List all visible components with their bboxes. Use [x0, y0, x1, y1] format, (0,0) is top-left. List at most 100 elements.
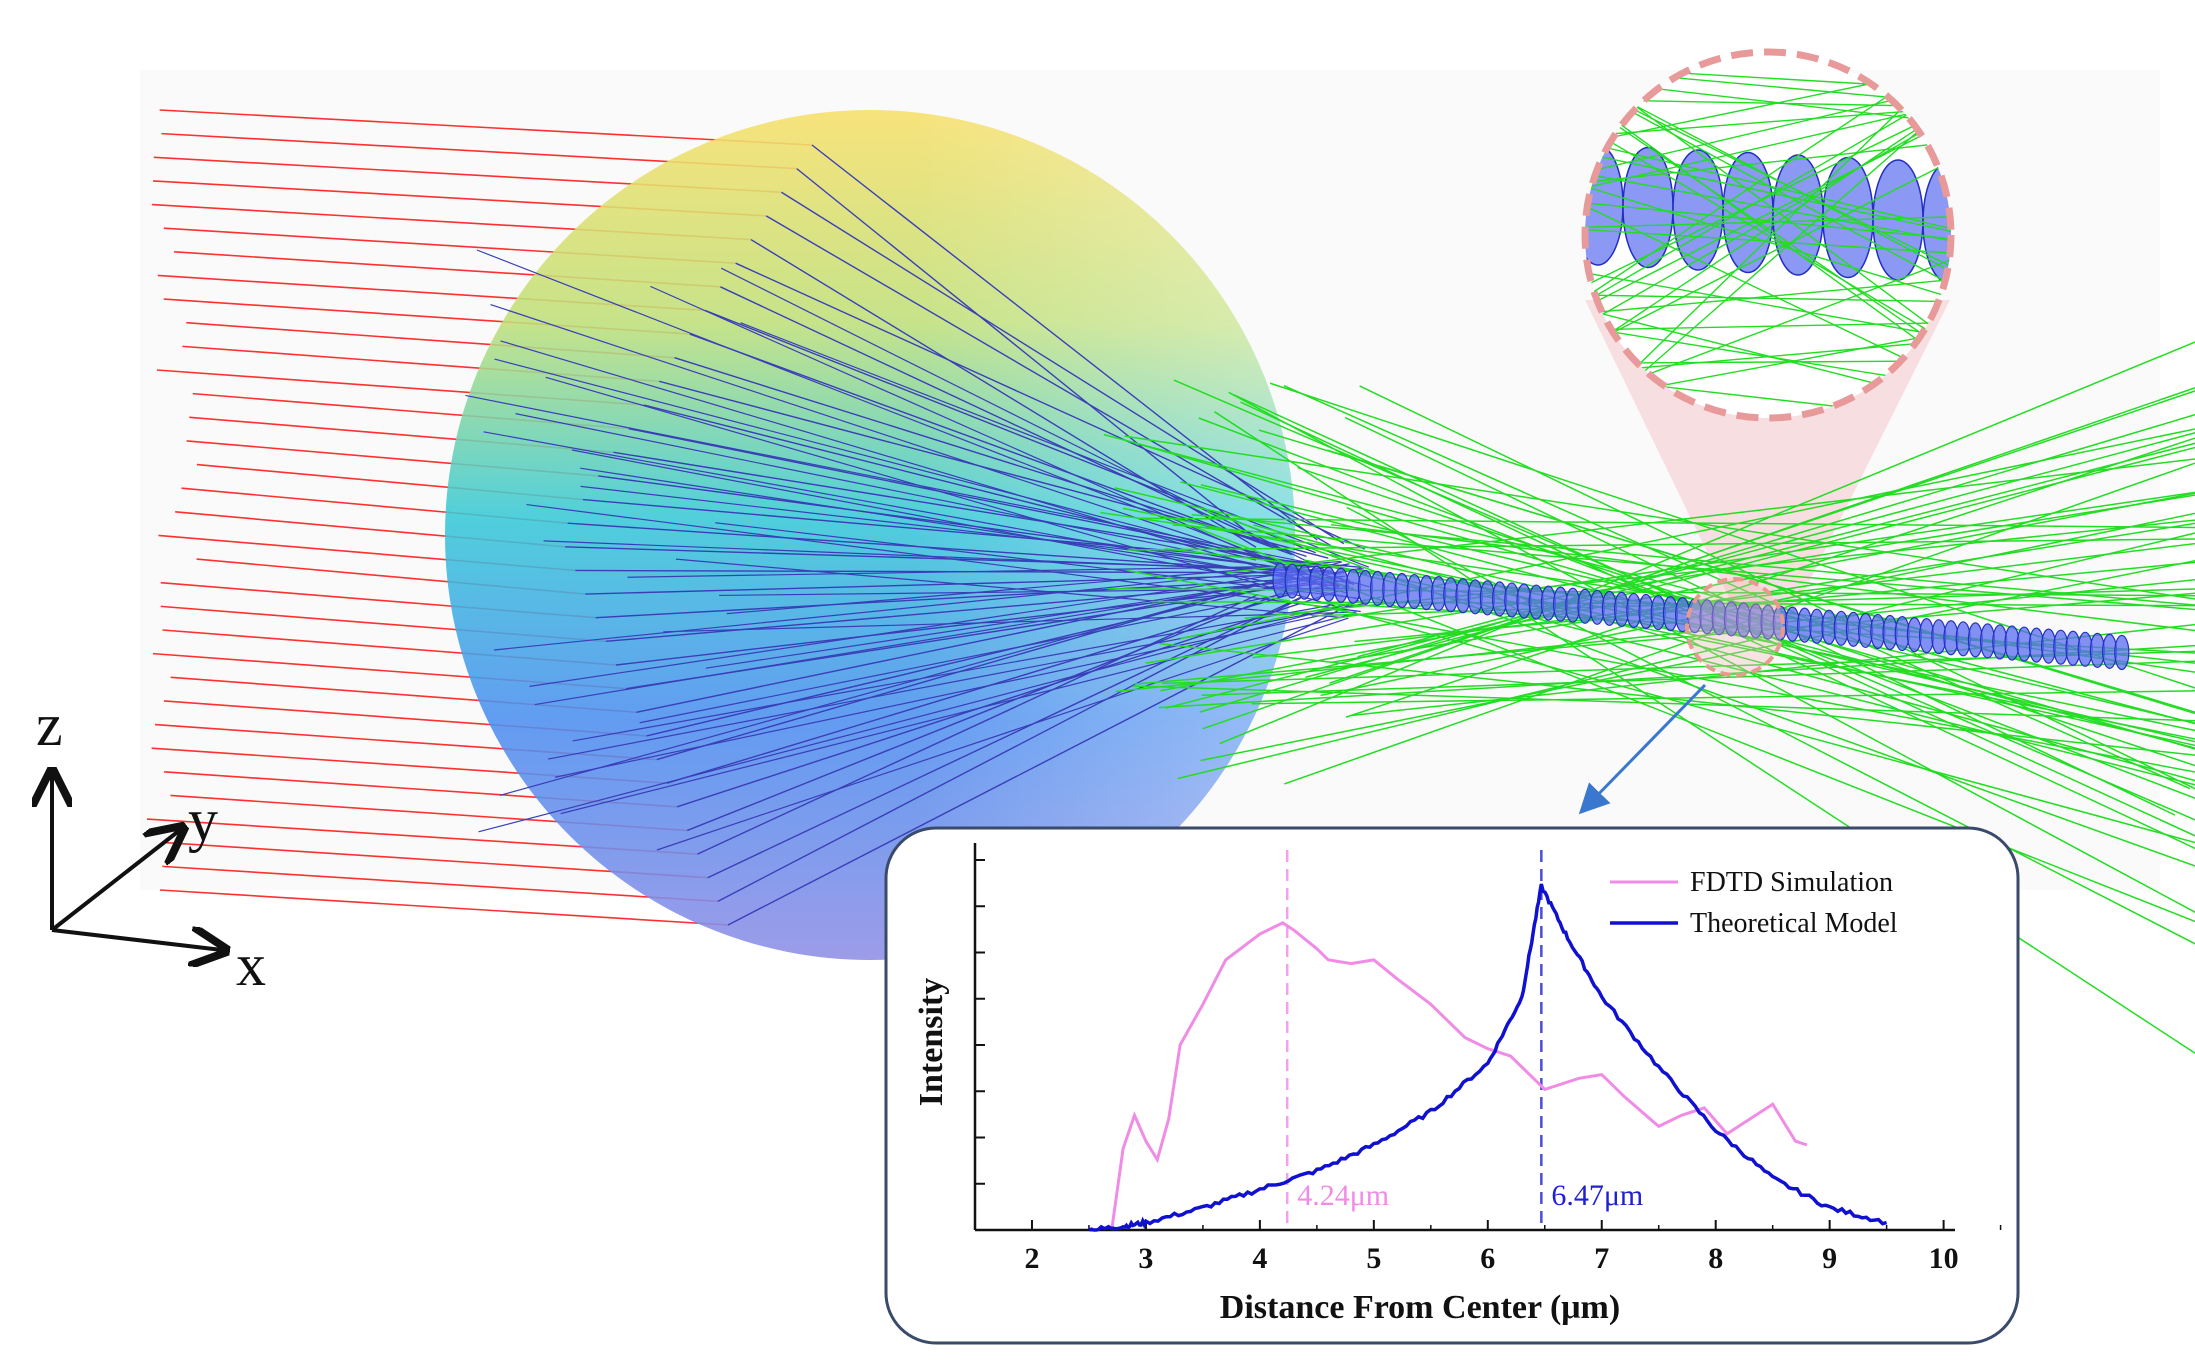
internal-ray [465, 394, 1368, 575]
scattered-ray [1219, 341, 2195, 745]
microsphere-highlight [445, 110, 1295, 960]
focus-marker [1685, 577, 1785, 677]
scattered-ray [1177, 532, 2195, 780]
scattered-ray [1251, 690, 2195, 705]
chart-x-label: Distance From Center (μm) [1220, 1289, 1620, 1326]
zoom-ray [1585, 294, 1951, 303]
x-tick-label: 4 [1252, 1242, 1267, 1275]
internal-ray [572, 604, 1331, 742]
zoom-ray [1585, 149, 1951, 237]
x-tick-label: 6 [1480, 1242, 1495, 1275]
internal-ray [565, 546, 1333, 572]
internal-ray [796, 168, 1260, 543]
y-axis-arrow [50, 830, 180, 932]
x-tick-label: 2 [1024, 1242, 1039, 1275]
scattered-ray [1126, 569, 2195, 773]
zoom-ray [1585, 227, 1951, 255]
internal-ray [580, 485, 1341, 575]
x-tick-label: 5 [1366, 1242, 1381, 1275]
x-axis-arrow [51, 930, 222, 950]
x-label: x [236, 932, 266, 998]
scattered-ray [1133, 685, 2195, 722]
chart-legend: FDTD Simulation Theoretical Model [1610, 867, 1898, 939]
internal-ray [585, 573, 1305, 595]
zoom-ray [1585, 321, 1951, 331]
scattered-ray [1329, 390, 2195, 684]
incident-ray [159, 109, 813, 146]
internal-ray [781, 191, 1345, 545]
internal-ray [500, 340, 1347, 594]
internal-ray [726, 560, 1341, 615]
peak-label: 4.24μm [1297, 1179, 1389, 1212]
scattered-ray [1253, 524, 2195, 782]
scattered-ray [1283, 384, 2191, 790]
internal-ray [478, 599, 1367, 833]
incident-ray [162, 865, 718, 903]
internal-ray [547, 602, 1368, 760]
zoom-ray [1585, 98, 1951, 192]
nanojet-ellipsoid-chain [1272, 562, 2130, 671]
z-label: z [36, 692, 63, 758]
chart-y-label: Intensity [913, 978, 950, 1106]
zoom-ray [1585, 103, 1951, 334]
internal-ray [697, 593, 1259, 855]
internal-ray [676, 590, 1339, 808]
zoom-ray [1585, 277, 1951, 316]
internal-ray [740, 322, 1370, 568]
scattered-ray [1297, 466, 2195, 767]
internal-ray [656, 617, 1349, 851]
zoom-ray [1585, 150, 1951, 355]
pointer-arrow [1578, 683, 1707, 815]
internal-ray [554, 612, 1334, 778]
zoom-ray [1585, 77, 1951, 296]
internal-ray [476, 249, 1340, 588]
internal-ray [720, 286, 1284, 552]
internal-ray [515, 413, 1355, 585]
scattered-ray [1124, 435, 2195, 600]
internal-ray [705, 568, 1364, 669]
zoom-ray [1585, 181, 1951, 304]
internal-ray [650, 285, 1334, 591]
scattered-ray [1228, 391, 2195, 914]
zoom-inset [1581, 48, 1955, 422]
internal-ray [735, 262, 1365, 550]
internal-ray [567, 522, 1253, 570]
scattered-ray [1226, 458, 2195, 574]
scattered-ray [1159, 642, 2195, 756]
scattered-ray [1200, 484, 2195, 724]
scattered-ray [1331, 522, 2195, 663]
scattered-ray [1354, 561, 2195, 643]
internal-ray [687, 592, 1283, 832]
scattered-ray [1160, 492, 2195, 692]
internal-ray [639, 583, 1334, 724]
internal-ray [628, 427, 1290, 563]
peak-label: 6.47μm [1551, 1179, 1643, 1212]
zoom-ray [1585, 170, 1951, 245]
internal-ray [689, 333, 1293, 556]
internal-ray [560, 613, 1352, 815]
internal-ray [613, 451, 1305, 565]
zoom-ray [1585, 139, 1951, 185]
scattered-ray [1138, 517, 2195, 529]
internal-ray [490, 303, 1353, 590]
zoom-ray [1585, 200, 1951, 242]
x-tick-label: 7 [1594, 1242, 1609, 1275]
zoom-ray [1585, 93, 1951, 361]
internal-ray [534, 567, 1362, 706]
nanojet-ellipsoid [2114, 634, 2130, 671]
x-tick-label: 8 [1708, 1242, 1723, 1275]
incident-ray [159, 889, 729, 926]
internal-ray [674, 357, 1307, 558]
internal-ray [529, 563, 1350, 687]
scattered-ray [1180, 481, 2195, 749]
x-tick-label: 10 [1929, 1242, 1959, 1275]
zoom-ray [1585, 77, 1951, 312]
internal-ray [707, 595, 1304, 879]
x-tick-label: 9 [1822, 1242, 1837, 1275]
internal-ray [636, 582, 1257, 713]
scattered-ray [1162, 650, 2195, 685]
scattered-ray [1359, 385, 2195, 790]
legend-fdtd-label: FDTD Simulation [1690, 867, 1893, 898]
